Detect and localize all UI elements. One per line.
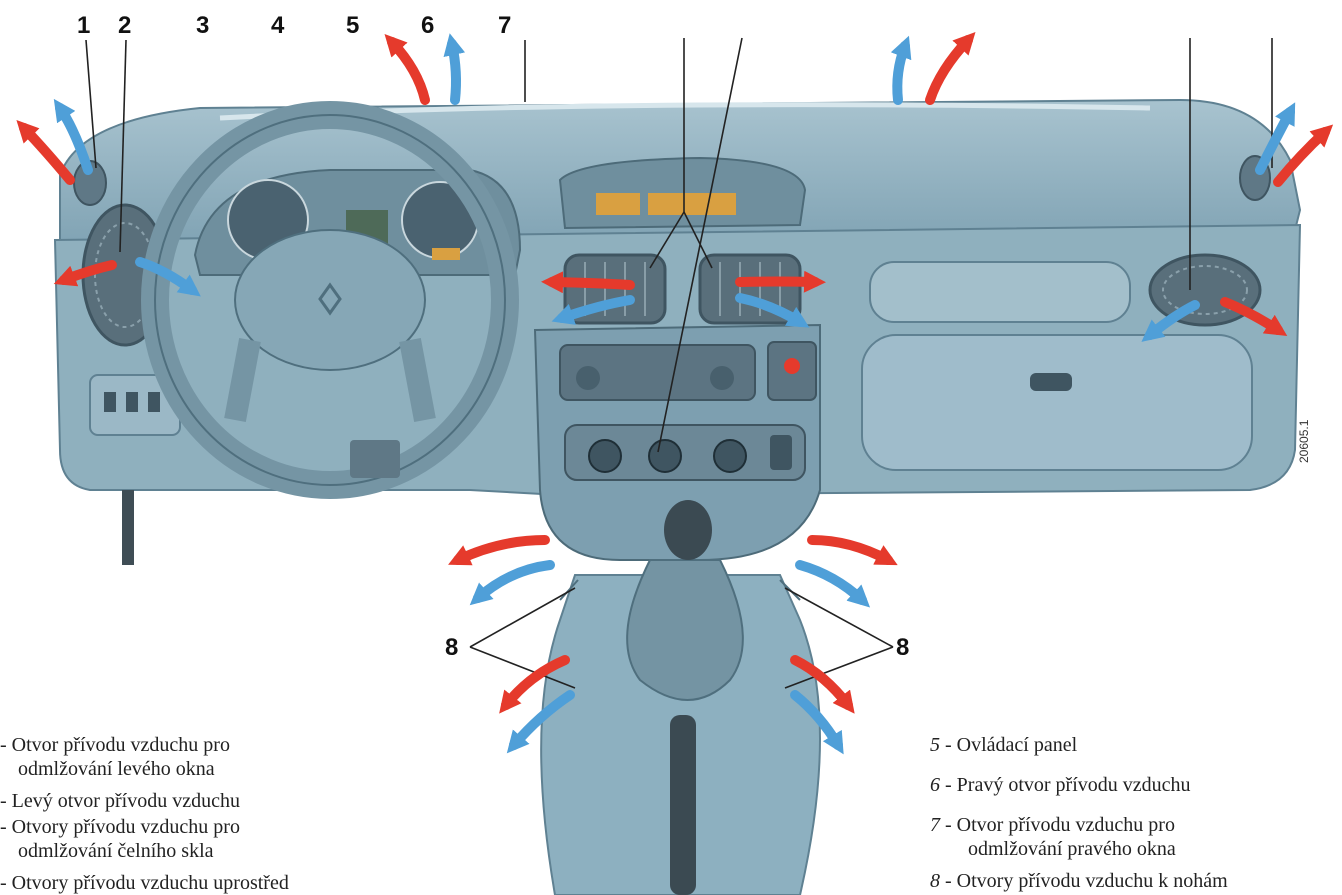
legend-right-item-5: 5 - Ovládací panel: [930, 734, 1078, 756]
climate-control-panel: [564, 424, 806, 481]
airflow-cool-arrow: [443, 33, 466, 105]
legend-left: - Otvor přívodu vzduchu pro odmlžování l…: [0, 733, 420, 895]
leader-8-right-b: [784, 646, 894, 689]
airflow-warm-arrow: [448, 535, 550, 566]
airflow-cool-arrow: [135, 257, 201, 297]
fan-knob: [648, 439, 682, 473]
leader-2: [119, 39, 127, 253]
airflow-warm-arrow: [1273, 124, 1334, 187]
legend-left-item-1: - Otvor přívodu vzduchu pro odmlžování l…: [0, 734, 230, 780]
legend-left-item-3: - Otvory přívodu vzduchu pro odmlžování …: [0, 816, 240, 862]
leader-5: [657, 37, 743, 453]
airflow-cool-arrow: [53, 98, 93, 175]
callout-8-left: 8: [445, 634, 459, 661]
legend-right-item-7: 7 - Otvor přívodu vzduchu pro odmlžování…: [930, 814, 1176, 860]
fuel-display: [432, 248, 460, 260]
airflow-cool-arrow: [469, 560, 555, 606]
airflow-cool-arrow: [790, 690, 844, 755]
leader-1: [85, 39, 97, 169]
callout-4: 4: [271, 12, 285, 39]
temperature-knob: [588, 439, 622, 473]
callout-5: 5: [346, 12, 360, 39]
leader-8-left-a: [469, 587, 576, 648]
steering-wheel-hub: [234, 229, 426, 371]
handbrake-lever: [670, 715, 696, 895]
airflow-warm-arrow: [16, 120, 75, 185]
callout-7: 7: [498, 12, 512, 39]
legend-left-item-4: - Otvory přívodu vzduchu uprostřed: [0, 872, 289, 894]
callout-1: 1: [77, 12, 91, 39]
callout-3: 3: [196, 12, 210, 39]
airflow-warm-arrow: [499, 655, 570, 714]
legend-right-item-8: 8 - Otvory přívodu vzduchu k nohám: [930, 870, 1228, 892]
steering-column: [350, 440, 400, 478]
airflow-cool-arrow: [1255, 102, 1296, 175]
airflow-cool-arrow: [1141, 300, 1200, 342]
image-reference-code: 20605.1: [1297, 419, 1311, 463]
legend-left-item-2: - Levý otvor přívodu vzduchu: [0, 790, 240, 812]
radio-unit: [559, 344, 756, 401]
distribution-knob: [713, 439, 747, 473]
gear-boot: [626, 559, 744, 701]
airflow-cool-arrow: [551, 295, 635, 325]
legend-right-item-6: 6 - Pravý otvor přívodu vzduchu: [930, 774, 1191, 796]
legend-right: 5 - Ovládací panel 6 - Pravý otvor přívo…: [930, 733, 1342, 895]
airflow-cool-arrow: [735, 293, 810, 328]
glovebox-handle: [1030, 373, 1072, 391]
airflow-warm-arrow: [541, 271, 635, 294]
airflow-cool-arrow: [506, 690, 575, 754]
callout-2: 2: [118, 12, 132, 39]
glovebox: [861, 334, 1253, 471]
callout-8-right: 8: [896, 634, 910, 661]
airflow-warm-arrow: [735, 270, 826, 293]
airflow-warm-arrow: [1220, 297, 1288, 336]
airflow-warm-arrow: [384, 33, 430, 105]
bonnet-release-lever: [122, 490, 134, 565]
callout-6: 6: [421, 12, 435, 39]
leader-8-right-a: [784, 587, 894, 648]
leader-8-left-b: [469, 646, 576, 689]
center-display-2: [648, 193, 736, 215]
airflow-warm-arrow: [790, 655, 855, 714]
gear-knob: [664, 500, 712, 560]
airflow-warm-arrow: [925, 31, 976, 105]
airflow-cool-arrow: [795, 560, 871, 608]
renault-logo-icon: [318, 282, 342, 316]
glovebox-upper: [869, 261, 1131, 323]
airflow-cool-arrow: [890, 35, 912, 105]
center-display-1: [596, 193, 640, 215]
airflow-warm-arrow: [53, 260, 117, 287]
airflow-warm-arrow: [807, 535, 898, 566]
